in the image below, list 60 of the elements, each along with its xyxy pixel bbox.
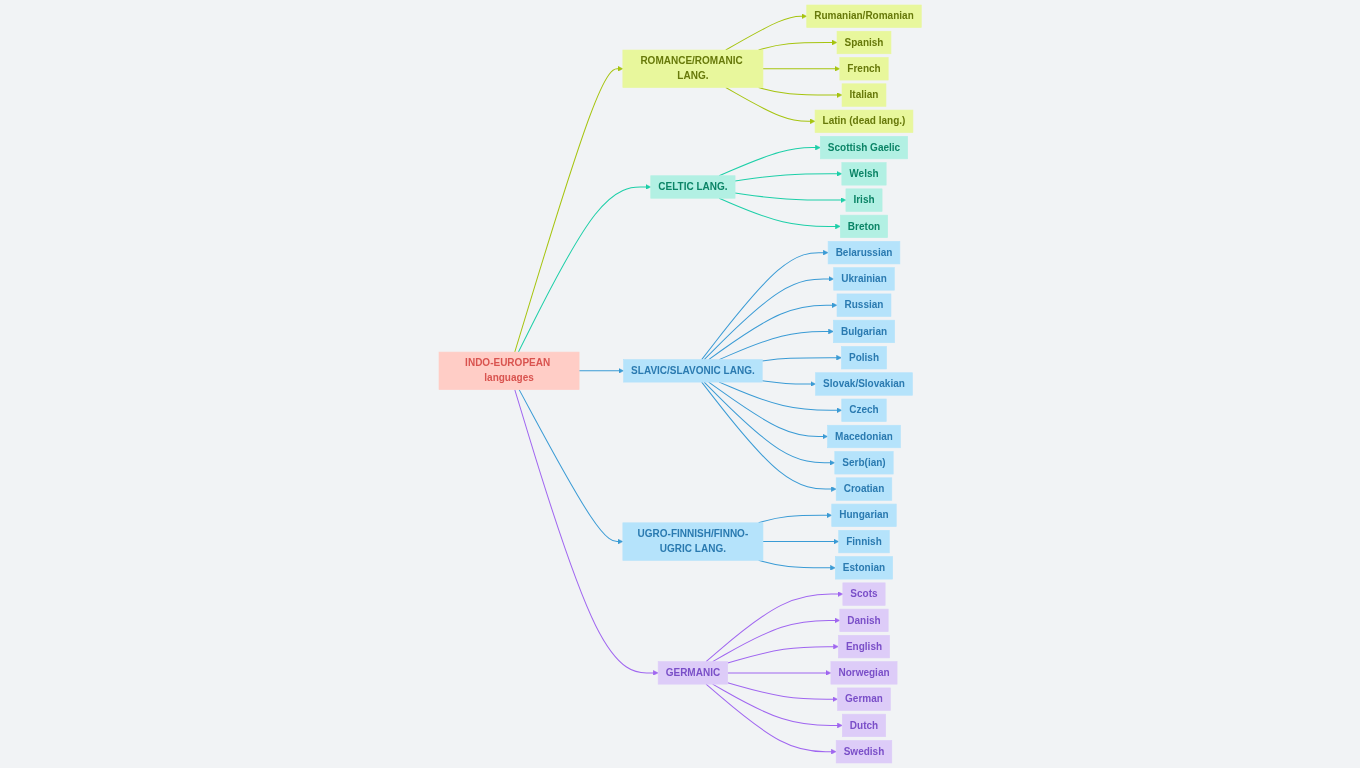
arrow (734, 192, 847, 203)
node-box: Breton (839, 214, 888, 238)
arrow (578, 368, 624, 374)
node-box: Dutch (841, 713, 886, 738)
node-box: INDO-EUROPEAN languages (438, 351, 580, 390)
node-box: Danish (839, 608, 889, 632)
node-box: Macedonian (827, 424, 901, 449)
arrow (727, 670, 831, 676)
arrow (762, 66, 840, 72)
node-box: Estonian (834, 556, 893, 580)
node-box: French (839, 57, 889, 81)
node-box: Czech (841, 398, 887, 422)
arrow (762, 538, 839, 545)
node-box: SLAVIC/SLAVONIC LANG. (623, 359, 763, 383)
arrow (761, 380, 816, 387)
arrow (518, 389, 623, 545)
node-box: Finnish (838, 530, 890, 554)
arrow (708, 381, 828, 440)
arrow (703, 381, 835, 466)
node-box: Croatian (835, 477, 892, 501)
node-box: Rumanian/Romanian (806, 4, 922, 28)
arrow (701, 381, 837, 492)
arrow (727, 682, 838, 702)
arrow (727, 643, 839, 664)
node-box: Hungarian (831, 503, 897, 527)
arrow (514, 66, 623, 353)
arrow (725, 13, 807, 51)
node-box: Norwegian (830, 661, 898, 685)
arrow (705, 591, 843, 663)
node-box: Irish (845, 188, 883, 212)
node-box: Scots (842, 582, 886, 606)
arrow (725, 87, 816, 125)
arrow (517, 184, 651, 353)
node-box: Russian (836, 293, 892, 317)
node-box: English (837, 635, 890, 659)
arrow (711, 617, 840, 663)
node-box: GERMANIC (657, 661, 728, 685)
node-box: Polish (841, 346, 887, 370)
node-box: Serb(ian) (834, 451, 894, 475)
node-box: Bulgarian (832, 319, 895, 344)
node-box: CELTIC LANG. (650, 175, 736, 199)
node-box: Welsh (841, 162, 887, 186)
arrow (514, 389, 659, 676)
node-box: Ukrainian (833, 267, 895, 291)
node-box: Italian (841, 83, 887, 107)
arrow (705, 683, 837, 755)
node-box: Spanish (836, 30, 892, 55)
arrow (703, 276, 834, 361)
node-box: Belarussian (827, 241, 901, 265)
arrow (701, 249, 829, 361)
node-box: German (837, 687, 891, 711)
node-box: ROMANCE/ROMANIC LANG. (622, 49, 764, 88)
node-box: Swedish (835, 740, 892, 764)
arrow (734, 171, 842, 182)
arrow (761, 355, 842, 362)
node-box: Scottish Gaelic (819, 136, 908, 160)
node-box: Slovak/Slovakian (815, 372, 913, 396)
arrow (708, 302, 838, 361)
node-box: Latin (dead lang.) (814, 109, 914, 133)
node-box: UGRO-FINNISH/FINNO-UGRIC LANG. (622, 522, 764, 561)
